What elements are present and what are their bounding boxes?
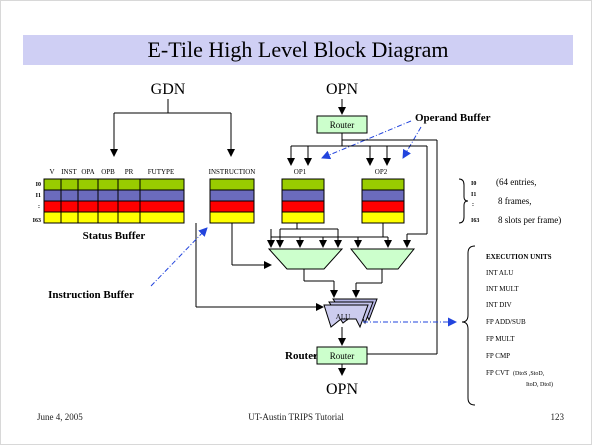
exec-unit-fp-cvt: FP CVT: [486, 369, 510, 377]
footer-date: June 4, 2005: [37, 412, 83, 422]
alu-label: ALU: [336, 313, 350, 321]
exec-unit-fp-addsub: FP ADD/SUB: [486, 318, 526, 326]
buffer-note-entries: (64 entries,: [496, 177, 537, 187]
opn-bottom-label: OPN: [326, 381, 358, 398]
bottom-router-label: Router: [330, 351, 355, 361]
alu-output-wires: [338, 139, 438, 376]
exec-unit-fp-cmp: FP CMP: [486, 352, 510, 360]
status-col-v: V: [49, 168, 54, 176]
execution-units-brace: [461, 245, 476, 406]
right-row-label-i1: I1: [471, 192, 476, 198]
right-row-label-colon: :: [472, 202, 474, 208]
buffer-note-frames: 8 frames,: [498, 196, 532, 206]
left-mux: [267, 248, 344, 270]
exec-unit-fp-mult: FP MULT: [486, 335, 515, 343]
operand-buffer-label: Operand Buffer: [415, 112, 491, 124]
execution-units-list: EXECUTION UNITS INT ALU INT MULT INT DIV…: [486, 253, 553, 388]
operand-buffer-pointers: [321, 120, 422, 160]
gdn-wires: [110, 99, 235, 157]
exec-units-title: EXECUTION UNITS: [486, 253, 552, 261]
buffer-note-slots: 8 slots per frame): [498, 215, 561, 225]
status-row-labels: I0 I1 : I63: [33, 182, 41, 224]
exec-unit-fp-cvt-detail-1: (DtoS ,StoD,: [513, 370, 545, 377]
status-col-opa: OPA: [81, 168, 94, 176]
right-mux: [349, 248, 416, 270]
exec-unit-int-alu: INT ALU: [486, 269, 513, 277]
gdn-label: GDN: [151, 81, 186, 98]
footer-page: 123: [550, 412, 565, 422]
row-label-i0: I0: [36, 182, 41, 188]
right-row-labels: I0 I1 : I63: [471, 181, 479, 224]
right-bracket: [458, 178, 469, 224]
instruction-header: INSTRUCTION: [209, 168, 256, 176]
buffer-to-mux-wires: [231, 223, 392, 269]
status-col-inst: INST: [61, 168, 77, 176]
top-router-label: Router: [330, 120, 355, 130]
opn-top-label: OPN: [326, 81, 358, 98]
title-band: [23, 35, 573, 65]
footer-center: UT-Austin TRIPS Tutorial: [248, 412, 344, 422]
status-col-opb: OPB: [101, 168, 115, 176]
instruction-buffer-caption: Instruction Buffer: [48, 289, 134, 301]
op1-header: OP1: [294, 168, 307, 176]
exec-unit-int-div: INT DIV: [486, 301, 512, 309]
slide-title: E-Tile High Level Block Diagram: [147, 37, 449, 62]
op2-header: OP2: [375, 168, 388, 176]
status-col-pr: PR: [125, 168, 134, 176]
right-row-label-i0: I0: [471, 181, 476, 187]
alu-stack: [323, 298, 378, 329]
row-label-i63: I63: [33, 218, 41, 224]
status-buffer-caption: Status Buffer: [83, 230, 146, 242]
right-row-label-i63: I63: [471, 218, 479, 224]
mux-to-alu-wires: [195, 223, 383, 311]
row-label-i1: I1: [36, 193, 41, 199]
row-label-colon: :: [38, 204, 40, 210]
exec-unit-fp-cvt-detail-2: ItoD, DtoI): [526, 381, 553, 388]
exec-unit-int-mult: INT MULT: [486, 285, 519, 293]
op1-buffer-body: [281, 178, 325, 224]
status-col-futype: FUTYPE: [148, 168, 174, 176]
bottom-router-side-label: Router: [285, 350, 318, 362]
instruction-buffer-pointer: [150, 227, 208, 287]
router-fanout-wires: [287, 133, 428, 248]
status-buffer-body: [43, 178, 185, 224]
bottom-router-box: [316, 346, 368, 365]
instruction-buffer-body: [209, 178, 255, 224]
op2-buffer-body: [361, 178, 405, 224]
status-buffer-header: V INST OPA OPB PR FUTYPE: [49, 168, 174, 176]
buffer-notes: (64 entries, 8 frames, 8 slots per frame…: [496, 177, 561, 225]
